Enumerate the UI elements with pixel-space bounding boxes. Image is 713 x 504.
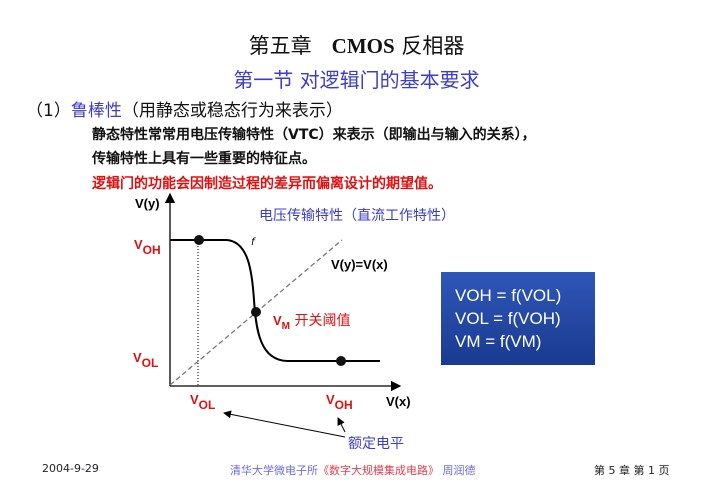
body-line: 静态特性常常用电压传输特性（VTC）来表示（即输出与输入的关系）， <box>92 127 536 143</box>
f-label: f <box>251 237 255 248</box>
arrow <box>337 417 346 433</box>
voh-x-label: VOH <box>326 392 353 412</box>
page-title: 第五章 CMOS 反相器 <box>248 34 465 58</box>
formula: VOH = f(VOL) <box>455 286 562 305</box>
rated-level-label: 额定电平 <box>348 436 404 452</box>
arrow <box>223 410 346 438</box>
formula-box: VOH = f(VOL) VOL = f(VOH) VM = f(VM) <box>441 272 595 365</box>
formula: VOL = f(VOH) <box>455 309 561 328</box>
page-number: 第 5 章 第 1 页 <box>594 464 670 477</box>
formula: VM = f(VM) <box>455 332 542 351</box>
vm-point <box>251 307 261 317</box>
x-axis-label: V(x) <box>386 394 411 409</box>
warning-line: 逻辑门的功能会因制造过程的差异而偏离设计的期望值。 <box>92 176 442 192</box>
vol-y-label: VOL <box>133 350 159 370</box>
footer-source: 清华大学微电子所《数字大规模集成电路》 周润德 <box>230 464 476 477</box>
item-heading: （1）鲁棒性（用静态或稳态行为来表示） <box>26 101 343 121</box>
body-line: 传输特性上具有一些重要的特征点。 <box>92 151 316 167</box>
y-axis-label: V(y) <box>135 196 160 211</box>
voh-y-label: VOH <box>134 237 161 257</box>
vtc-curve <box>170 239 380 362</box>
vm-label: VM 开关阈值 <box>273 313 351 332</box>
section-title: 第一节 对逻辑门的基本要求 <box>233 68 480 92</box>
vol-point <box>336 356 346 366</box>
footer-date: 2004-9-29 <box>42 462 99 475</box>
diagonal-label: V(y)=V(x) <box>331 257 388 272</box>
vol-x-label: VOL <box>190 392 216 412</box>
graph-caption: 电压传输特性（直流工作特性） <box>259 208 455 224</box>
voh-point <box>194 235 204 245</box>
